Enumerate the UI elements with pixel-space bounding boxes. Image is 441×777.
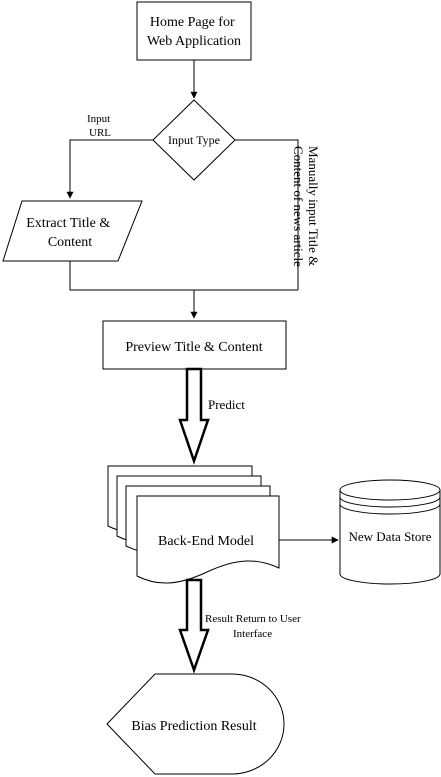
extract-label-line2: Content — [48, 235, 92, 250]
result-return-label-line2: Interface — [233, 628, 272, 640]
preview-label: Preview Title & Content — [125, 340, 262, 355]
edge-manual-input — [235, 139, 299, 290]
new-data-store-node: New Data Store — [339, 479, 441, 585]
input-type-label: Input Type — [168, 133, 220, 147]
input-type-decision: Input Type — [152, 99, 236, 181]
input-url-label-line2: URL — [89, 127, 111, 139]
manual-input-label-line2: Content of news article — [291, 146, 306, 267]
svg-text:Manually input Title & Con: Manually input Title & Content of news a… — [291, 146, 321, 270]
back-end-model-node: Back-End Model — [107, 465, 280, 584]
extract-title-content-node: Extract Title & Content — [2, 200, 143, 262]
input-url-label-line1: Input — [87, 113, 110, 125]
home-page-label-line2: Web Application — [147, 34, 241, 49]
new-data-store-label: New Data Store — [348, 529, 431, 544]
predict-label: Predict — [208, 397, 245, 412]
bias-prediction-result-label: Bias Prediction Result — [131, 719, 256, 734]
predict-block-arrow — [178, 367, 210, 465]
svg-text:Extract Title & Content: Extract Title & Content — [26, 216, 114, 250]
svg-text:Home Page for Web Applic: Home Page for Web Application — [147, 15, 241, 49]
result-return-label-line1: Result Return to User — [205, 613, 301, 625]
svg-text:Result Return to User Inte: Result Return to User Interface — [205, 613, 303, 640]
bias-prediction-result-node: Bias Prediction Result — [106, 673, 285, 775]
extract-label-line1: Extract Title & — [26, 216, 110, 231]
home-page-node: Home Page for Web Application — [136, 1, 252, 61]
svg-text:Input URL: Input URL — [87, 113, 113, 139]
home-page-label-line1: Home Page for — [150, 15, 235, 30]
result-return-block-arrow — [178, 578, 210, 674]
edge-extract-merge — [69, 261, 298, 291]
manual-input-label-line1: Manually input Title & — [306, 146, 321, 266]
preview-node: Preview Title & Content — [102, 320, 287, 370]
back-end-model-label: Back-End Model — [158, 534, 254, 549]
edge-input-url — [66, 139, 153, 199]
